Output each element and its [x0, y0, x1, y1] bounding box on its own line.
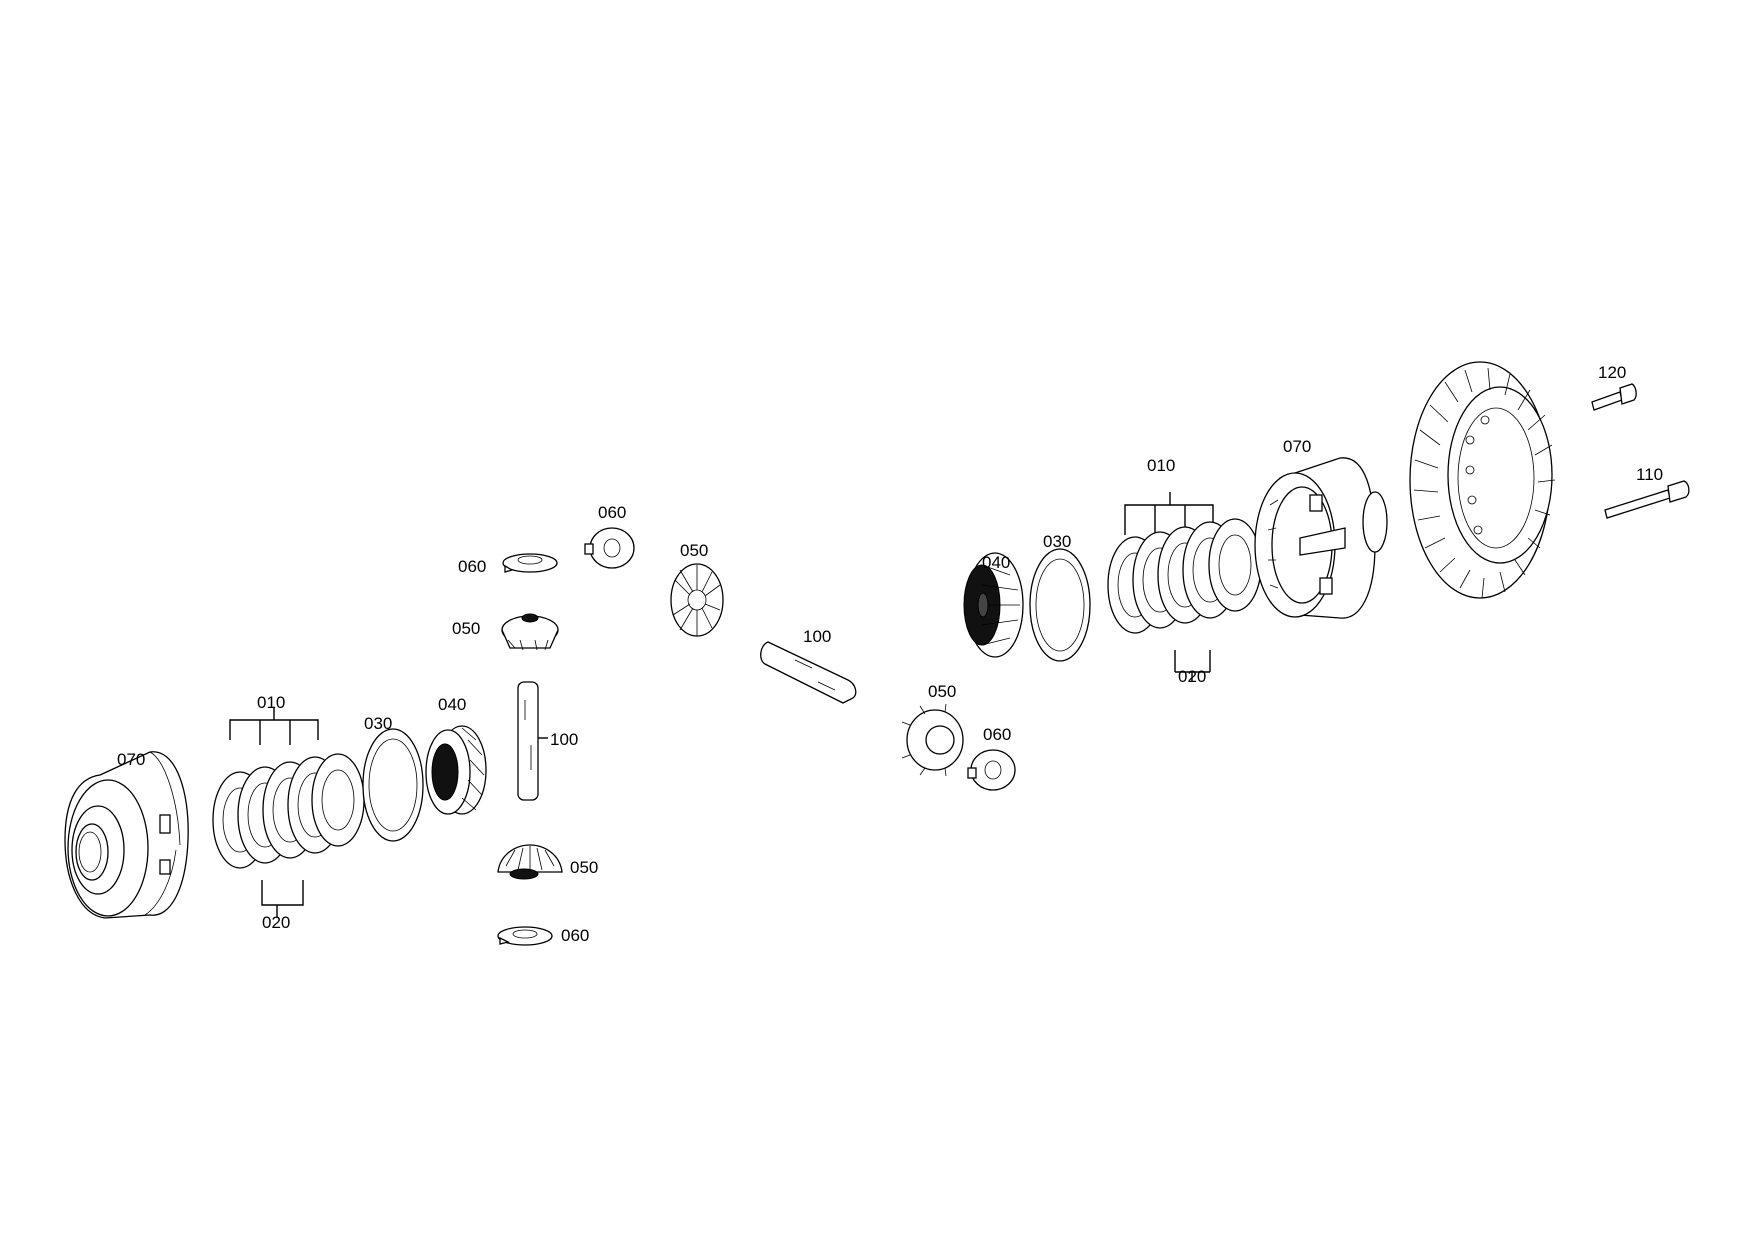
label-030-right: 030: [1043, 532, 1071, 551]
side-gear-040-left: [425, 725, 487, 815]
label-070-left: 070: [117, 750, 145, 769]
label-120: 120: [1598, 363, 1626, 382]
label-040-left: 040: [438, 695, 466, 714]
label-110: 110: [1636, 465, 1663, 484]
housing-070-left: [64, 751, 189, 919]
ring-gear: [1409, 361, 1556, 599]
label-060-mid-lower: 060: [983, 725, 1011, 744]
thrust-washer-060-mid-lower: [967, 749, 1016, 791]
side-gear-040-right: [963, 552, 1024, 658]
bolt-120: [1591, 383, 1637, 411]
clutch-disc-stack-right: [1107, 492, 1262, 682]
thrust-washer-060-lower-left: [497, 926, 553, 946]
thrust-washer-060-mid: [584, 527, 635, 569]
label-050-lower-left: 050: [570, 858, 598, 877]
thrust-washer-060-upper-left: [502, 553, 558, 573]
pinion-gear-050-mid-upper: [670, 563, 724, 637]
bolt-110: [1604, 480, 1690, 519]
label-030-left: 030: [364, 714, 392, 733]
thrust-washer-030-right: [1029, 548, 1091, 662]
label-020-left: 020: [262, 913, 290, 932]
pinion-gear-050-upper-left: [501, 613, 559, 651]
label-100-vertical: 100: [550, 730, 578, 749]
cross-pin-100-vertical: [517, 681, 548, 801]
label-070-right: 070: [1283, 437, 1311, 456]
label-060-mid: 060: [598, 503, 626, 522]
clutch-disc-stack-left: [212, 708, 365, 918]
cross-pin-100-diagonal: [760, 641, 857, 704]
label-060-upper-left: 060: [458, 557, 486, 576]
label-100-diagonal: 100: [803, 627, 831, 646]
label-010-right: 010: [1147, 456, 1175, 475]
thrust-washer-030-left: [362, 728, 424, 842]
pinion-gear-050-mid-lower: [901, 703, 964, 777]
label-040-right: 040: [982, 553, 1010, 572]
label-050-mid-lower: 050: [928, 682, 956, 701]
pinion-gear-050-lower-left: [497, 844, 563, 880]
label-050-mid-upper: 050: [680, 541, 708, 560]
label-060-lower-left: 060: [561, 926, 589, 945]
label-050-upper-left: 050: [452, 619, 480, 638]
label-020-right: 020: [1178, 667, 1206, 686]
label-010-left: 010: [257, 693, 285, 712]
housing-070-right: [1254, 457, 1388, 619]
